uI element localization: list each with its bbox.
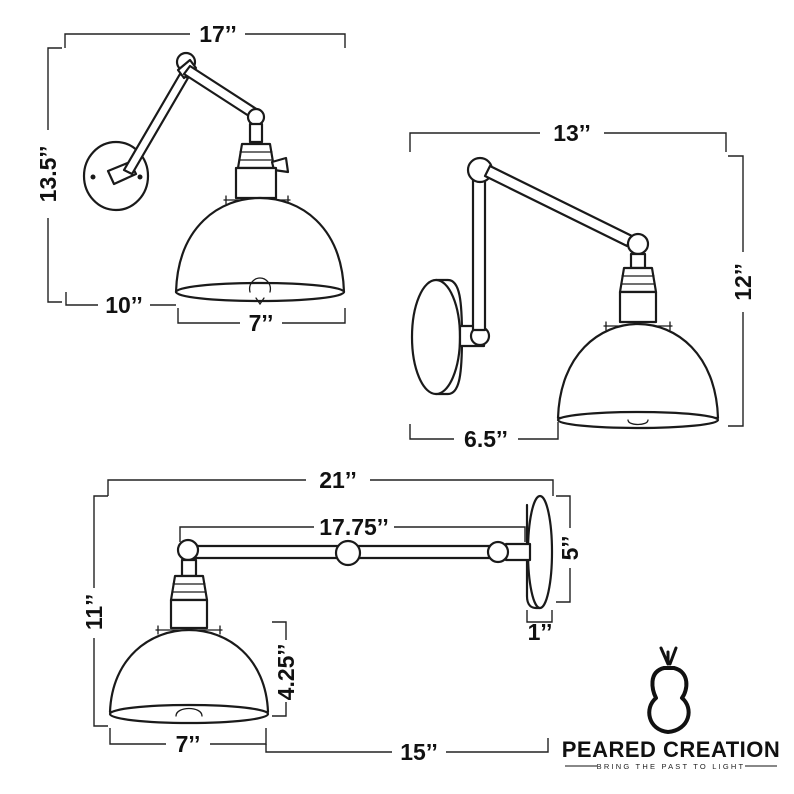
brand-name: PEARED CREATION <box>562 737 781 762</box>
dim-label: 7’’ <box>249 310 274 336</box>
dome-shade <box>556 322 720 420</box>
view-side-angled: 17’’ 13.5’’ 10’’ 7’’ <box>35 21 346 336</box>
brand-tagline: BRING THE PAST TO LIGHT <box>597 762 746 771</box>
view-side-upright: 13’’ 12’’ 6.5’’ <box>409 120 756 452</box>
socket <box>618 266 658 294</box>
lamp-angled <box>82 51 346 306</box>
dim-reach-15: 15’’ <box>265 738 549 765</box>
dim-label: 15’’ <box>400 739 438 765</box>
vertical-arm <box>471 176 487 332</box>
dome-shade <box>174 196 346 294</box>
diagonal-arm <box>483 164 634 248</box>
dim-width-17: 17’’ <box>64 21 346 48</box>
dim-label: 13.5’’ <box>35 146 61 203</box>
lower-arm <box>122 72 190 176</box>
lamp-upright <box>410 156 720 430</box>
upper-arm <box>182 64 260 120</box>
view-front-extended: 21’’ 17.75’’ 5’’ 1’’ 11’’ 4.25’’ <box>81 467 583 765</box>
socket <box>236 142 276 170</box>
dim-offset-6-5: 6.5’’ <box>409 422 559 452</box>
dim-label: 5’’ <box>557 536 583 561</box>
arm-joint-plate <box>486 540 510 564</box>
dim-label: 21’’ <box>319 467 357 493</box>
arm-joint-shade <box>176 538 200 562</box>
dim-plate-5: 5’’ <box>556 495 583 603</box>
plate-bracket <box>504 542 532 562</box>
socket <box>169 574 209 602</box>
dim-height-13-5: 13.5’’ <box>35 47 62 303</box>
dim-shade-4-25: 4.25’’ <box>272 621 299 717</box>
dim-label: 12’’ <box>730 263 756 301</box>
dim-offset-10: 10’’ <box>65 292 176 318</box>
socket-body <box>234 166 278 200</box>
dim-shade-7: 7’’ <box>177 308 346 336</box>
dim-label: 4.25’’ <box>273 644 299 701</box>
shade-rim <box>556 410 720 430</box>
dim-height-12: 12’’ <box>728 155 756 427</box>
socket-body <box>618 290 658 324</box>
dim-label: 13’’ <box>553 120 591 146</box>
lamp-extended <box>108 494 554 725</box>
dome-shade <box>108 628 270 714</box>
dim-label: 10’’ <box>105 292 143 318</box>
dim-label: 11’’ <box>81 594 107 630</box>
dim-arm-17-75: 17.75’’ <box>179 514 526 542</box>
pear-bulb-icon <box>647 646 691 734</box>
socket-body <box>169 598 209 630</box>
dim-label: 17’’ <box>199 21 237 47</box>
shade-joint <box>626 232 650 256</box>
dim-label: 17.75’’ <box>319 514 388 540</box>
dim-label: 6.5’’ <box>464 426 508 452</box>
dim-height-11: 11’’ <box>81 495 108 727</box>
dim-plate-1: 1’’ <box>526 610 553 645</box>
dim-width-13: 13’’ <box>409 120 727 152</box>
shade-rim <box>174 281 346 303</box>
dim-label: 1’’ <box>528 619 553 645</box>
shade-joint <box>246 107 266 127</box>
dim-width-21: 21’’ <box>107 467 554 496</box>
dim-label: 7’’ <box>176 731 201 757</box>
arm-joint-middle <box>334 539 362 567</box>
dim-shade-7: 7’’ <box>109 728 267 757</box>
shade-rim <box>108 703 270 725</box>
brand-logo: PEARED CREATION BRING THE PAST TO LIGHT <box>562 646 781 771</box>
